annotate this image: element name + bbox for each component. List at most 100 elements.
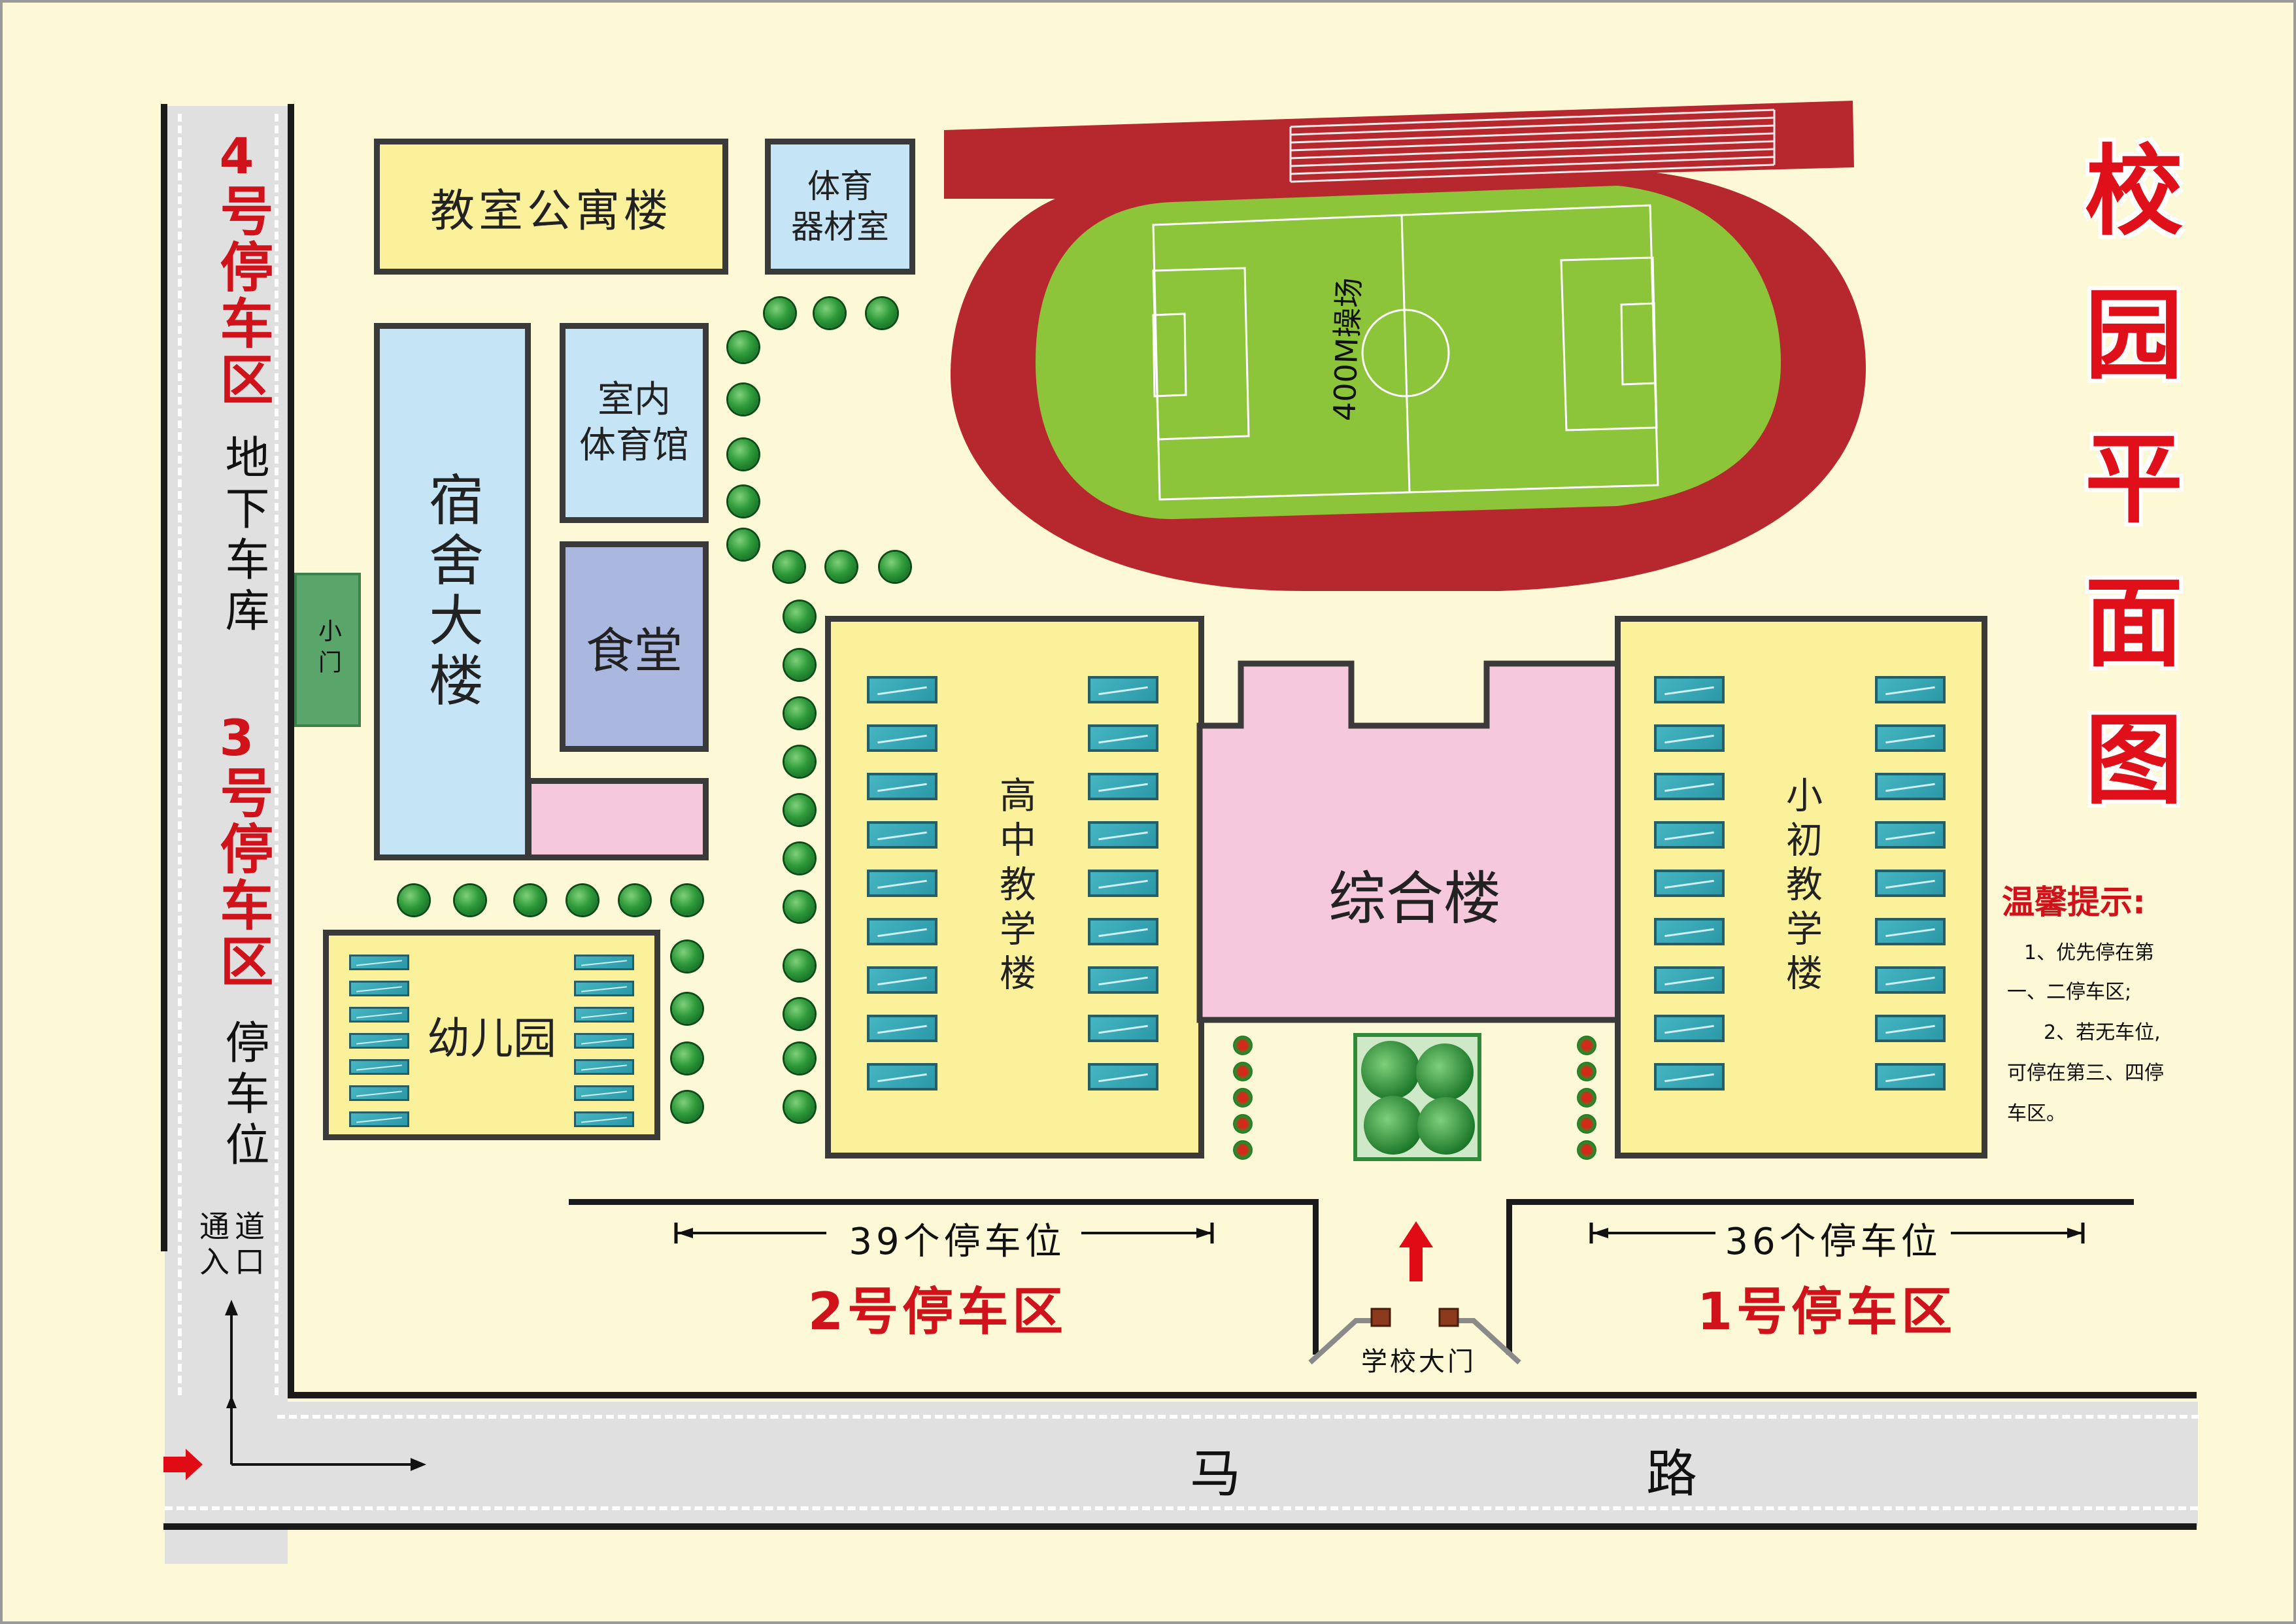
classroom-window	[1875, 676, 1946, 703]
main-road	[165, 1402, 2198, 1526]
classroom-window	[1088, 773, 1158, 800]
map-title-char-5: 图	[2084, 703, 2183, 818]
entrance-arrows	[163, 1300, 426, 1480]
playground-label: 400M操场	[1326, 277, 1367, 422]
tree	[672, 1092, 702, 1122]
kindergarten-window	[349, 981, 409, 996]
map-title-char-4: 面	[2084, 566, 2183, 681]
map-title-char-2: 园	[2084, 279, 2183, 393]
tree	[728, 486, 758, 516]
map-title-char-3: 平	[2084, 422, 2183, 537]
tree	[765, 298, 795, 328]
entry-arrow-icon	[1399, 1221, 1433, 1281]
road-name-char-2: 路	[1646, 1445, 1698, 1504]
tree	[774, 552, 804, 582]
classroom-window	[867, 676, 937, 703]
parking-zone-2-capacity: 39个停车位	[849, 1221, 1066, 1263]
school-gate-label: 学校大门	[1361, 1347, 1476, 1377]
classroom-window	[1654, 1015, 1725, 1042]
comprehensive-building-shape	[1196, 660, 1626, 1023]
classroom-window	[867, 918, 937, 945]
tree	[785, 951, 815, 981]
tree	[728, 332, 758, 362]
tree	[728, 439, 758, 469]
classroom-window	[1088, 870, 1158, 897]
kindergarten-window	[574, 1033, 634, 1049]
parking-zone-1-boundary	[1506, 1199, 2134, 1205]
parking-zone-4-number: 4	[219, 127, 254, 185]
tree	[620, 885, 650, 915]
parking-zone-4-label: 号停车区	[211, 183, 273, 408]
tree	[815, 298, 845, 328]
kindergarten-window	[349, 1111, 409, 1127]
playground-400m	[944, 101, 1866, 591]
classroom-window	[1654, 918, 1725, 945]
map-title-char-1: 校	[2084, 135, 2183, 249]
road-south-edge	[163, 1523, 2197, 1530]
kindergarten-window	[574, 1059, 634, 1075]
kindergarten-window	[574, 1085, 634, 1101]
campus-south-wall	[288, 1392, 2197, 1398]
kindergarten-window	[574, 1111, 634, 1127]
classroom-window	[1088, 821, 1158, 849]
entrance-label: 通道 入口	[199, 1209, 270, 1279]
tree	[728, 530, 758, 560]
tree	[455, 885, 485, 915]
canteen-building: 食堂	[560, 541, 709, 752]
classroom-window	[1875, 870, 1946, 897]
flower	[1233, 1088, 1253, 1108]
parking-spaces-label: 停车位	[217, 1019, 269, 1172]
left-road-lane-line	[178, 114, 182, 1395]
parking-zone-1-label: 1号停车区	[1697, 1283, 1957, 1342]
dimension-line-right	[1589, 1223, 2085, 1243]
classroom-window	[1875, 1015, 1946, 1042]
gate-wall-right	[1506, 1199, 1512, 1355]
classroom-window	[1654, 676, 1725, 703]
tree	[880, 552, 910, 582]
sports-equipment-room: 体育 器材室	[765, 139, 915, 275]
flower	[1233, 1140, 1253, 1160]
classroom-window	[1088, 966, 1158, 994]
tips-item-2-line-3: 车区。	[2007, 1102, 2066, 1125]
tree	[672, 994, 702, 1024]
tree	[785, 892, 815, 922]
gate-wall-left	[1313, 1199, 1319, 1355]
road-name-char-1: 马	[1190, 1445, 1241, 1504]
classroom-window	[1875, 773, 1946, 800]
classroom-window	[867, 1015, 937, 1042]
classroom-window	[867, 724, 937, 752]
tree	[672, 885, 702, 915]
classroom-window	[867, 773, 937, 800]
left-road	[165, 106, 288, 1564]
tips-item-1-line-2: 一、二停车区;	[2007, 981, 2132, 1004]
classroom-apartment-building: 教室公寓楼	[374, 139, 728, 275]
classroom-window	[867, 1063, 937, 1091]
left-road-outer-edge	[161, 104, 167, 1251]
dormitory-annex	[526, 778, 709, 860]
tree	[785, 747, 815, 777]
tree	[515, 885, 545, 915]
flower	[1577, 1114, 1596, 1134]
classroom-window	[1088, 1015, 1158, 1042]
garden-plant	[1417, 1097, 1475, 1155]
indoor-gymnasium: 室内 体育馆	[560, 323, 709, 523]
tips-heading: 温馨提示:	[2002, 883, 2146, 921]
classroom-window	[1875, 966, 1946, 994]
flower	[1577, 1140, 1596, 1160]
tips-item-1-line-1: 1、优先停在第	[2024, 941, 2155, 964]
dormitory-label: 宿舍大楼	[420, 471, 484, 712]
tree	[785, 698, 815, 728]
garden-plant	[1364, 1096, 1423, 1155]
flower	[1233, 1036, 1253, 1055]
classroom-window	[1088, 918, 1158, 945]
tips-item-2-line-1: 2、若无车位,	[2044, 1021, 2161, 1044]
garden-plant	[1361, 1041, 1420, 1100]
classroom-window	[1875, 821, 1946, 849]
small-gate: 小门	[294, 573, 361, 727]
classroom-window	[1875, 918, 1946, 945]
classroom-window	[1654, 724, 1725, 752]
tree	[785, 1043, 815, 1074]
parking-zone-2-label: 2号停车区	[807, 1283, 1068, 1342]
school-gate-icon	[1308, 1308, 1521, 1364]
classroom-window	[867, 821, 937, 849]
